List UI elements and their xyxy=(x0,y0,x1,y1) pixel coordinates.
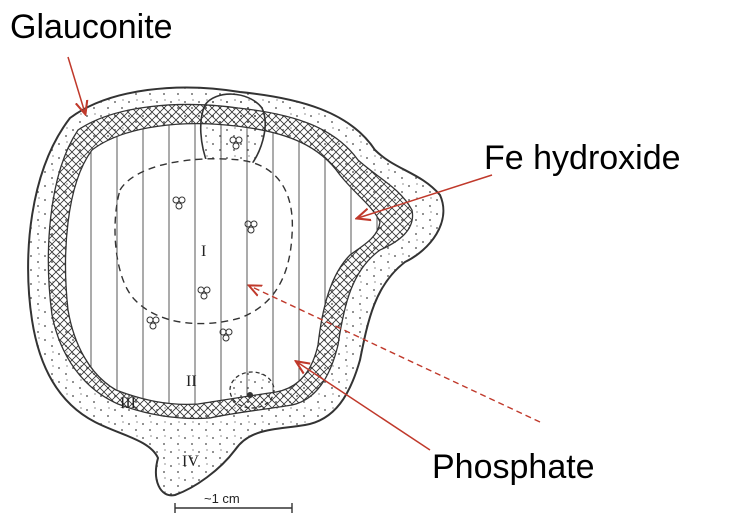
glauconite-arrow xyxy=(68,57,85,113)
zone-label-4: IV xyxy=(182,453,199,470)
oval-inclusion xyxy=(230,372,274,408)
zone-label-3: III xyxy=(120,395,136,412)
zone-label-2: II xyxy=(186,373,197,390)
zone-label-1: I xyxy=(201,243,206,260)
scale-bar-label: ~1 cm xyxy=(204,491,240,506)
